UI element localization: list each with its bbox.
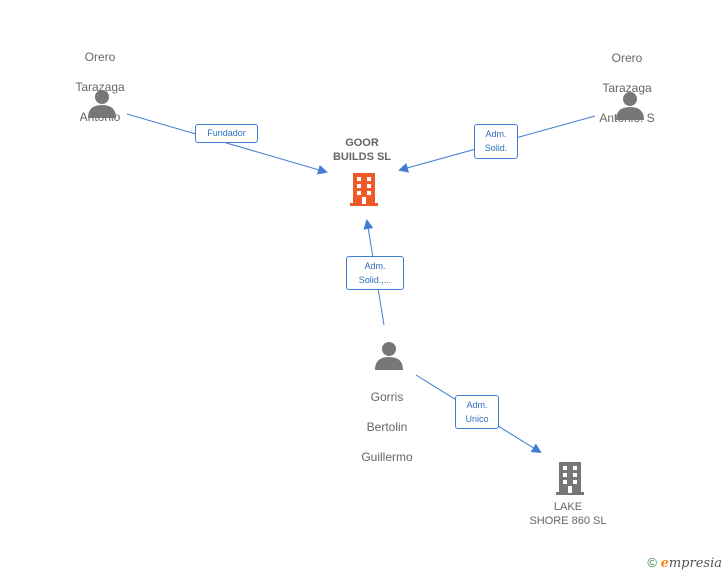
- person-label-orero-antonio: Orero Tarazaga Antonio: [50, 35, 150, 140]
- empresia-watermark: © empresia: [647, 555, 722, 571]
- copyright-symbol: ©: [647, 555, 657, 570]
- person-name-line: Bertolin: [366, 420, 408, 434]
- person-name-line: Gorris: [370, 390, 404, 404]
- edge-label-text: Adm.: [364, 261, 386, 271]
- building-icon[interactable]: [553, 460, 587, 496]
- edge-label-fundador: Fundador: [195, 124, 258, 143]
- edge-label-text: Solid.: [484, 143, 508, 153]
- edge-label-text: Adm.: [466, 400, 488, 410]
- empresia-logo-text: mpresia: [668, 556, 722, 571]
- edge-label-adm-unico: Adm. Unico: [455, 395, 499, 429]
- edge-label-adm-solid-trunc: Adm. Solid.,...: [346, 256, 404, 290]
- person-name-line: Guillermo: [361, 450, 413, 464]
- edge-fundador: [126, 113, 328, 175]
- person-label-orero-antonio-s: Orero Tarazaga Antonio. S: [577, 36, 677, 141]
- company-name-line: BUILDS SL: [332, 151, 392, 163]
- person-name-line: Tarazaga: [602, 81, 652, 95]
- company-name-line: LAKE: [553, 501, 583, 513]
- person-icon[interactable]: [615, 90, 645, 120]
- person-label-gorris-bertolin: Gorris Bertolin Guillermo: [337, 375, 437, 480]
- person-name-line: Orero: [611, 51, 643, 65]
- company-label-lake-shore: LAKE SHORE 860 SL: [508, 500, 628, 528]
- edge-label-text: Fundador: [207, 128, 246, 138]
- person-icon[interactable]: [87, 88, 117, 118]
- company-name-line: GOOR: [345, 137, 379, 149]
- company-name-line: SHORE 860 SL: [529, 515, 607, 527]
- person-name-line: Tarazaga: [75, 80, 125, 94]
- person-icon[interactable]: [374, 340, 404, 370]
- edge-label-text: Solid.,...: [358, 275, 392, 285]
- edge-label-text: Unico: [465, 414, 489, 424]
- building-icon[interactable]: [347, 171, 381, 207]
- company-label-goor-builds: GOOR BUILDS SL: [312, 136, 412, 164]
- edge-label-adm-solid: Adm. Solid.: [474, 124, 518, 159]
- person-name-line: Orero: [84, 50, 116, 64]
- empresia-logo-initial: e: [660, 556, 669, 571]
- edge-label-text: Adm.: [485, 129, 507, 139]
